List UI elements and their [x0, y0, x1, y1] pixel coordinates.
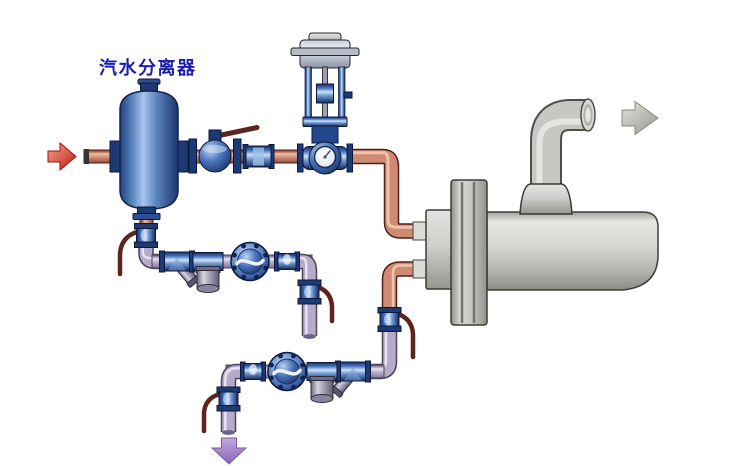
channel-head [425, 209, 454, 290]
open-pipe-end [303, 334, 316, 339]
separator-vessel-body [119, 90, 179, 210]
exchanger-condensate-downpipe [368, 261, 417, 380]
steam-ball-valve [188, 125, 260, 174]
steam-pipe-to-exchanger [348, 148, 415, 239]
check-valve [240, 361, 266, 382]
steam-separator [109, 78, 189, 220]
separator-label: 汽水分离器 [99, 57, 197, 78]
open-pipe-end [222, 430, 235, 435]
vessel-right-nozzle [177, 140, 189, 173]
heat-exchanger [412, 98, 659, 326]
exchanger-condensate-line [201, 307, 416, 435]
steam-trap [229, 240, 271, 283]
steam-trap [266, 350, 308, 393]
valve-body [297, 141, 353, 175]
drain-isolation-valve [134, 223, 158, 248]
outlet-arrow-icon [621, 100, 659, 136]
exchanger-flange [450, 179, 488, 326]
outlet-valve [297, 279, 322, 305]
valve-handle [201, 391, 223, 434]
valve-handle [315, 284, 335, 324]
exchanger-shell [486, 211, 659, 291]
valve-handle [395, 311, 416, 360]
sight-pot [192, 252, 224, 293]
valve-bonnet [311, 125, 339, 144]
pneumatic-control-valve [290, 32, 360, 175]
sight-check-fitting [242, 144, 275, 169]
separator-drain-line [117, 211, 335, 339]
y-strainer [159, 250, 195, 273]
vent-nozzle-saddle [519, 183, 573, 215]
vessel-left-nozzle [109, 140, 121, 173]
drain-arrow-icon [210, 437, 248, 465]
condensate-isolation-valve [377, 307, 402, 332]
check-valve [274, 251, 300, 272]
y-strainer [335, 360, 371, 383]
vent-elbow-pipe [530, 98, 596, 193]
sight-pot [306, 362, 338, 403]
drain-valve [216, 386, 241, 412]
inlet-arrow-icon [47, 141, 77, 172]
actuator [290, 32, 360, 144]
valve-handle [117, 229, 140, 277]
